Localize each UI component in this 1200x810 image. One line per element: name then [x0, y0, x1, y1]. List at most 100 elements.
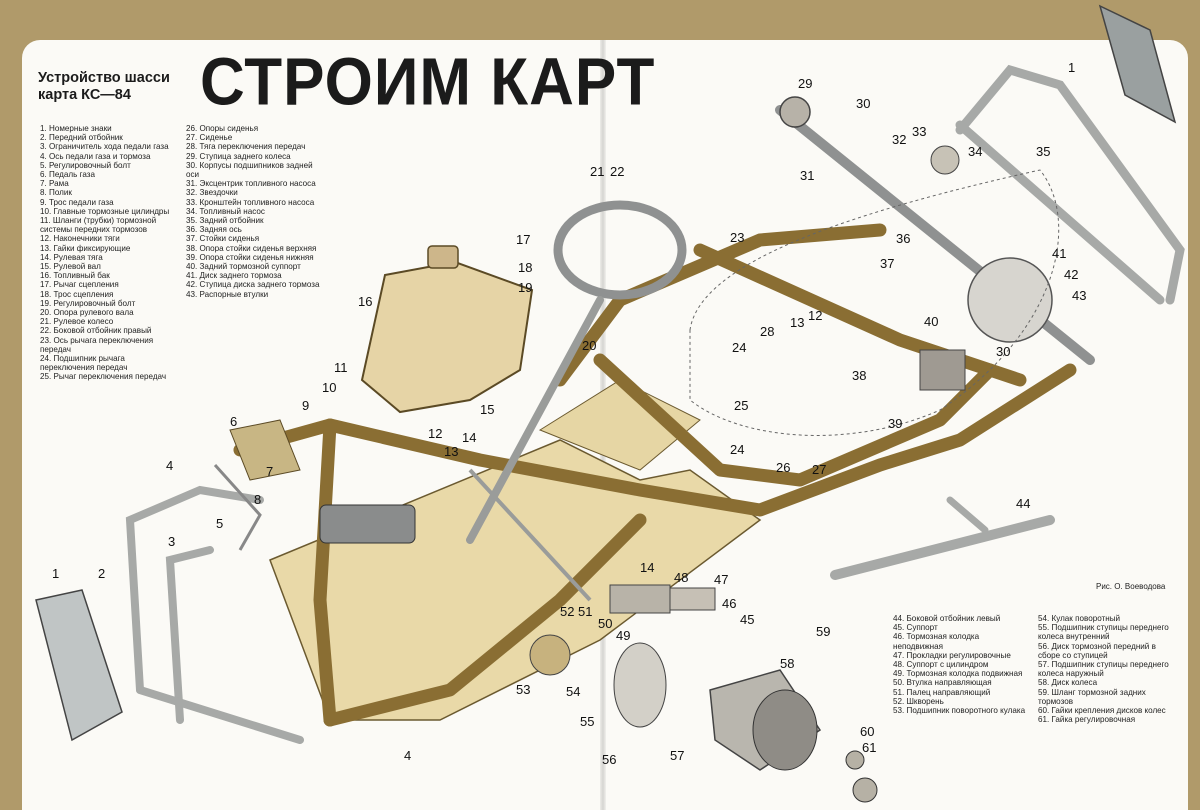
legend-item: 35. Задний отбойник	[186, 216, 264, 226]
callout-number: 43	[1072, 288, 1086, 303]
legend-item: 6. Педаль газа	[40, 170, 95, 180]
callout-number: 60	[860, 724, 874, 739]
legend-item: 45. Суппорт	[893, 623, 938, 633]
callout-number: 8	[254, 492, 261, 507]
legend-item: 13. Гайки фиксирующие	[40, 243, 131, 253]
callout-number: 38	[852, 368, 866, 383]
callout-number: 37	[880, 256, 894, 271]
callout-number: 20	[582, 338, 596, 353]
legend-item: 54. Кулак поворотный	[1038, 614, 1121, 623]
legend-item: 20. Опора рулевого вала	[40, 308, 134, 318]
side-bumper-left	[830, 515, 1055, 580]
callout-number: 15	[480, 402, 494, 417]
callout-number: 10	[322, 380, 336, 395]
callout-number: 1	[1068, 60, 1075, 75]
callout-number: 45	[740, 612, 754, 627]
legend-item: 42. Ступица диска заднего тормоза	[186, 280, 320, 290]
legend-item: 56. Диск тормозной передний в сборе со с…	[1038, 641, 1156, 660]
legend-item: 57. Подшипник ступицы переднего колеса н…	[1038, 660, 1169, 679]
frame-rail-left	[233, 363, 1077, 517]
callout-number: 59	[816, 624, 830, 639]
master-cylinders	[319, 504, 416, 544]
callout-number: 12	[428, 426, 442, 441]
frame-middle-rail	[593, 353, 997, 487]
legend-item: 5. Регулировочный болт	[40, 160, 131, 170]
legend-item: 46. Тормозная колодка неподвижная	[893, 632, 980, 651]
pedal-shaft	[213, 463, 262, 551]
callout-number: 19	[518, 280, 532, 295]
callout-number: 24	[730, 442, 744, 457]
callout-number: 35	[1036, 144, 1050, 159]
front-caliper	[609, 584, 671, 614]
callout-number: 2	[98, 566, 105, 581]
callout-number: 39	[888, 416, 902, 431]
callout-number: 58	[780, 656, 794, 671]
legend-item: 26. Опоры сиденья	[186, 124, 259, 133]
legend-item: 49. Тормозная колодка подвижная	[893, 669, 1023, 679]
legend-item: 10. Главные тормозные цилиндры	[40, 206, 170, 216]
callout-number: 44	[1016, 496, 1030, 511]
legend-item: 24. Подшипник рычага переключения переда…	[40, 354, 128, 373]
legend-item: 55. Подшипник ступицы переднего колеса в…	[1038, 623, 1169, 642]
legend-item: 37. Стойки сиденья	[186, 234, 260, 244]
legend-item: 60. Гайки крепления дисков колес	[1038, 706, 1166, 716]
legend-item: 48. Суппорт с цилиндром	[893, 660, 989, 670]
fuel-cap-icon	[427, 245, 459, 269]
callout-number: 50	[598, 616, 612, 631]
frame-front-cross	[323, 513, 647, 727]
callout-number: 49	[616, 628, 630, 643]
legend-item: 15. Рулевой вал	[40, 262, 101, 272]
callout-number: 3	[168, 534, 175, 549]
callout-number: 18	[518, 260, 532, 275]
callout-number: 55	[580, 714, 594, 729]
callout-number: 21	[590, 164, 604, 179]
legend-item: 4. Ось педали газа и тормоза	[40, 151, 151, 161]
legend-item: 50. Втулка направляющая	[893, 678, 992, 688]
legend-item: 19. Регулировочный болт	[40, 298, 136, 308]
legend-item: 11. Шланги (трубки) тормозной системы пе…	[40, 216, 157, 235]
callout-number: 57	[670, 748, 684, 763]
callout-number: 29	[798, 76, 812, 91]
legend-item: 9. Трос педали газа	[40, 197, 114, 207]
legend-item: 33. Кронштейн топливного насоса	[186, 197, 315, 207]
legend-item: 12. Наконечники тяги	[40, 234, 120, 244]
legend-item: 44. Боковой отбойник левый	[893, 614, 1001, 623]
callout-number: 33	[912, 124, 926, 139]
callout-number: 48	[674, 570, 688, 585]
callout-number: 6	[230, 414, 237, 429]
frame-front-rail	[313, 418, 337, 727]
rear-number-plate	[1098, 4, 1177, 124]
legend-item: 41. Диск заднего тормоза	[186, 271, 282, 281]
callout-number: 25	[734, 398, 748, 413]
callout-number: 36	[896, 231, 910, 246]
fuel-tank	[360, 260, 534, 414]
legend-item: 27. Сиденье	[186, 133, 233, 143]
legend-item: 21. Рулевое колесо	[40, 317, 114, 327]
callout-number: 47	[714, 572, 728, 587]
illustration-credit: Рис. О. Воеводова	[1096, 582, 1166, 591]
callout-number: 46	[722, 596, 736, 611]
wheel-nut-icon	[845, 750, 865, 770]
callout-number: 4	[404, 748, 411, 763]
legend-item: 52. Шкворень	[893, 696, 944, 706]
rear-brake-disc	[967, 257, 1053, 343]
callout-number: 61	[862, 740, 876, 755]
seat-outline	[689, 169, 1060, 436]
front-brake-disc	[613, 642, 667, 728]
steering-column	[466, 296, 604, 544]
legend-item: 17. Рычаг сцепления	[40, 280, 119, 290]
callout-number: 30	[856, 96, 870, 111]
legend-item: 39. Опора стойки сиденья нижняя	[186, 252, 314, 262]
callout-number: 27	[812, 462, 826, 477]
page-subtitle: Устройство шасси карта КС—84	[38, 70, 170, 103]
callout-number: 52	[560, 604, 574, 619]
legend-item: 29. Ступица заднего колеса	[186, 151, 291, 161]
legend-item: 1. Номерные знаки	[40, 124, 112, 133]
front-number-plate	[35, 589, 123, 742]
callout-number: 53	[516, 682, 530, 697]
rear-brake-caliper	[919, 349, 966, 391]
